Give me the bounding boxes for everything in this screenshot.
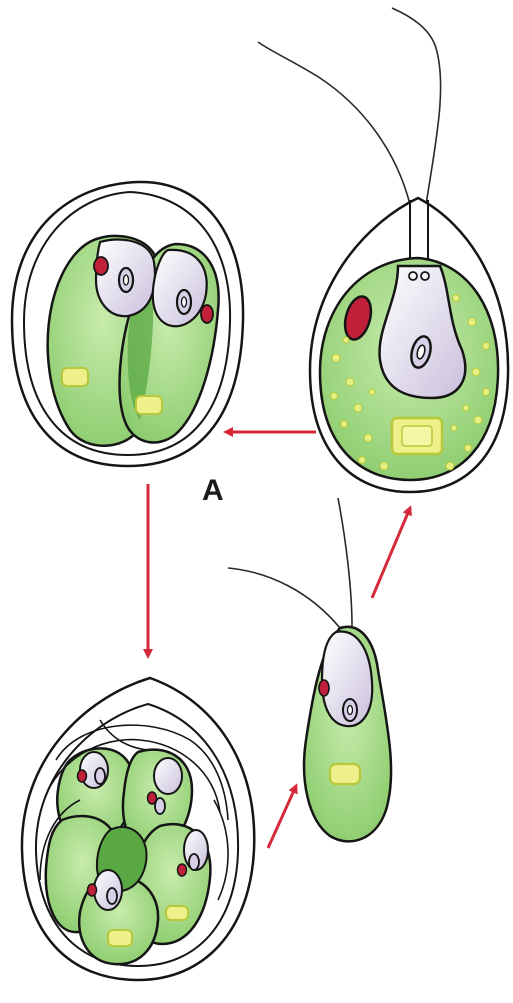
zoospore	[228, 498, 391, 841]
dividing-cell	[12, 182, 243, 466]
pyrenoid	[392, 418, 442, 454]
diagram-label-a: A	[202, 476, 224, 506]
sporangium	[22, 678, 254, 980]
arrow-zoospore-to-vegetative	[372, 508, 410, 598]
vegetative-cell	[258, 8, 508, 492]
arrow-sporangium-to-zoospore	[268, 786, 296, 848]
flagellum	[338, 498, 352, 626]
flagellum	[228, 568, 340, 628]
flagellum	[392, 8, 441, 218]
flagellum	[258, 42, 413, 218]
pyrenoid	[330, 764, 360, 784]
eyespot	[94, 257, 108, 275]
eyespot	[201, 305, 213, 323]
eyespot	[319, 680, 329, 696]
